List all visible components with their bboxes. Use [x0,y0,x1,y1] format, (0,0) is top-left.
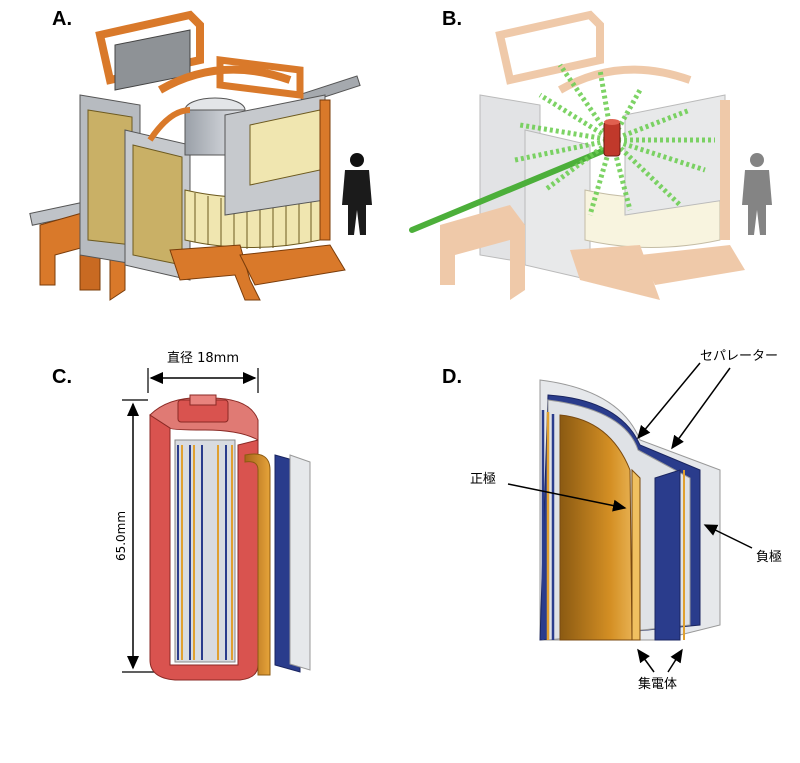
electrode-layers-closeup [539,379,721,641]
collector-label: 集電体 [638,676,677,692]
detector-apparatus [29,10,372,301]
person-silhouette-faded [742,153,772,235]
separator-label: セパレーター [700,349,778,364]
diameter-label: 直径 18mm [167,351,239,366]
panel-b-label: B. [442,8,462,30]
positive-label: 正極 [470,471,496,487]
separator-arrow-2 [671,367,731,450]
negative-label: 負極 [756,549,782,565]
separator-arrow-1 [637,362,701,440]
panel-b: B. [409,8,772,300]
panel-a-label: A. [52,8,72,30]
panel-d: D. セパレーター 正極 負極 集電体 [442,349,782,692]
negative-arrow [703,524,753,549]
positive-arrow [507,483,627,512]
panel-c: C. 直径 18mm 65.0mm [52,351,311,681]
panel-c-label: C. [52,366,72,388]
panel-a: A. [29,8,372,301]
panel-d-label: D. [442,366,462,388]
detector-apparatus-faded [440,10,745,300]
person-silhouette [342,153,372,235]
battery-sample [603,119,621,157]
height-label: 65.0mm [114,511,128,561]
battery-cutaway [149,394,311,681]
collector-arrow-2 [667,648,683,673]
diameter-dimension: 直径 18mm [147,351,259,393]
collector-arrow-1 [637,648,655,673]
